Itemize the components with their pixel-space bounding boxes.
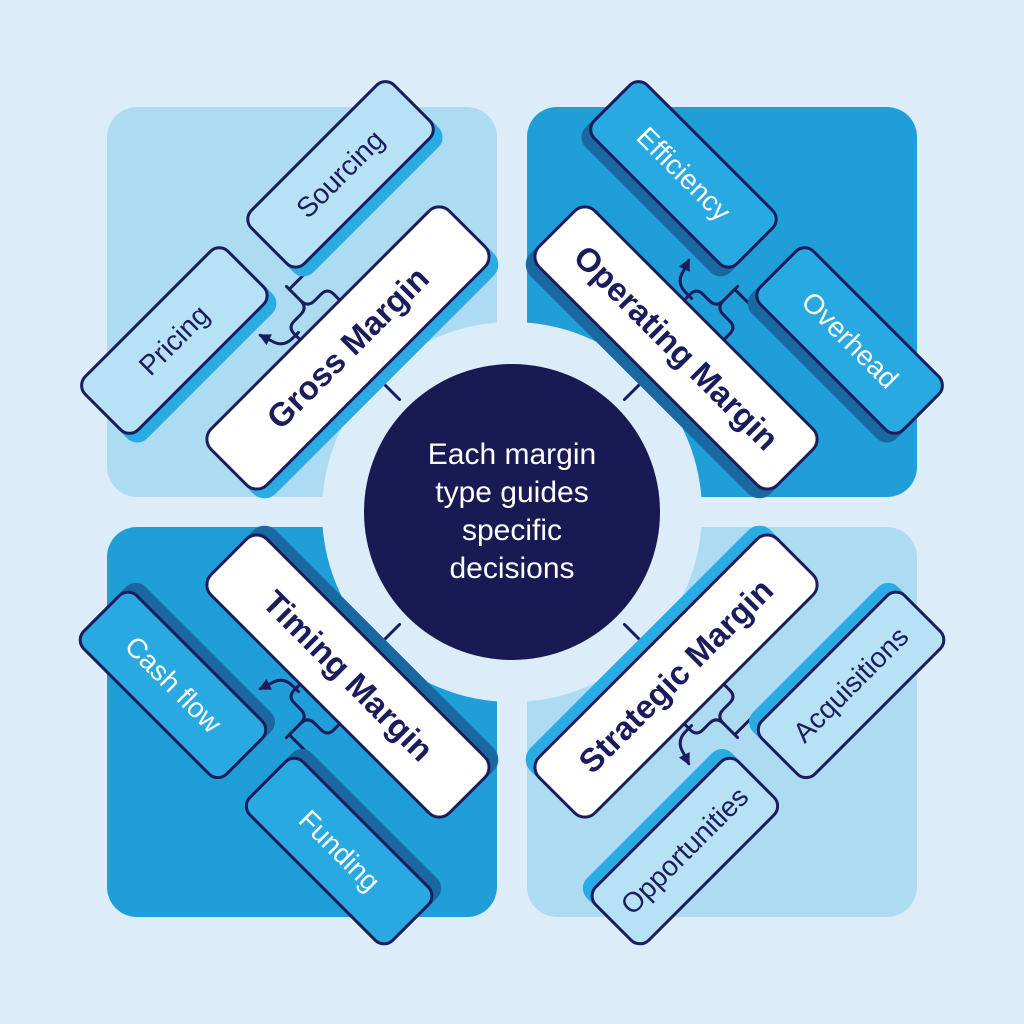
connector-arrows-strategic — [622, 622, 810, 766]
quadrant-timing-margin: Cash flow Funding Timing Margin — [22, 442, 582, 1002]
arrow-to-left-sub — [678, 258, 694, 300]
quadrant-strategic-margin: Opportunities Acquisitions Strategic Mar… — [442, 442, 1002, 1002]
center-circle: Each margin type guides specific decisio… — [364, 364, 660, 660]
quadrant-gross-margin: Pricing Sourcing Gross Margin — [22, 22, 582, 582]
tick-to-center — [375, 622, 402, 649]
arrow-to-left-sub — [678, 724, 694, 766]
arrow-to-left-sub — [258, 678, 300, 694]
brace-connector-right — [718, 299, 735, 341]
tick-to-center — [622, 622, 649, 649]
brace-connector-right — [718, 683, 735, 725]
tick-to-center — [622, 375, 649, 402]
quadrant-operating-margin: Efficiency Overhead Operating Margin — [442, 22, 1002, 582]
tick-to-center — [375, 375, 402, 402]
brace-connector-right — [299, 289, 341, 306]
arrow-to-left-sub — [258, 330, 300, 346]
center-text: Each margin type guides specific decisio… — [427, 437, 597, 586]
brace-connector-right — [299, 718, 341, 735]
